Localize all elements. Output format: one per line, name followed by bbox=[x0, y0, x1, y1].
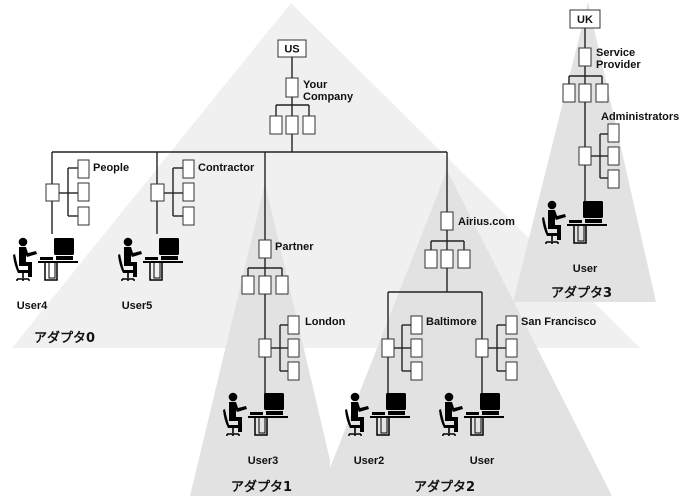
node-contractor[interactable] bbox=[182, 159, 195, 179]
node-san-francisco[interactable] bbox=[505, 315, 518, 335]
adapter3-label: アダプタ3 bbox=[551, 285, 612, 301]
label-airius: Airius.com bbox=[458, 216, 515, 228]
node-partner[interactable] bbox=[258, 239, 272, 259]
root-us[interactable]: US bbox=[277, 39, 307, 58]
node-child[interactable] bbox=[410, 361, 423, 381]
node-baltimore-parent[interactable] bbox=[381, 338, 395, 358]
node-child[interactable] bbox=[457, 249, 471, 269]
label-user3: User3 bbox=[248, 455, 279, 467]
label-user-sf: User bbox=[470, 455, 495, 467]
node-child[interactable] bbox=[302, 115, 316, 135]
node-your-company[interactable] bbox=[285, 77, 299, 98]
label-user-uk: User bbox=[573, 263, 598, 275]
node-child[interactable] bbox=[410, 338, 423, 358]
entry-nodes bbox=[45, 47, 620, 381]
node-child[interactable] bbox=[275, 275, 289, 295]
adapter0-label: アダプタ0 bbox=[34, 330, 95, 346]
node-child[interactable] bbox=[505, 361, 518, 381]
node-people-parent[interactable] bbox=[45, 183, 60, 202]
label-administrators: Administrators bbox=[601, 111, 679, 123]
node-child[interactable] bbox=[258, 275, 272, 295]
label-london: London bbox=[305, 316, 346, 328]
node-child[interactable] bbox=[182, 206, 195, 226]
node-london-parent[interactable] bbox=[258, 338, 272, 358]
node-child[interactable] bbox=[287, 361, 300, 381]
user-icon[interactable] bbox=[12, 236, 79, 282]
node-child[interactable] bbox=[182, 182, 195, 202]
label-san-francisco: San Francisco bbox=[521, 316, 596, 328]
root-uk-label: UK bbox=[577, 14, 593, 26]
label-contractor: Contractor bbox=[198, 162, 255, 174]
node-child[interactable] bbox=[285, 115, 299, 135]
label-baltimore: Baltimore bbox=[426, 316, 477, 328]
node-sf-parent[interactable] bbox=[475, 338, 489, 358]
node-child[interactable] bbox=[607, 169, 620, 189]
node-contractor-parent[interactable] bbox=[150, 183, 165, 202]
node-child[interactable] bbox=[424, 249, 438, 269]
label-partner: Partner bbox=[275, 241, 314, 253]
node-child[interactable] bbox=[287, 338, 300, 358]
node-child[interactable] bbox=[440, 249, 454, 269]
node-child[interactable] bbox=[241, 275, 255, 295]
label-people: People bbox=[93, 162, 129, 174]
node-baltimore[interactable] bbox=[410, 315, 423, 335]
label-user2: User2 bbox=[354, 455, 385, 467]
node-child[interactable] bbox=[578, 83, 592, 103]
node-people[interactable] bbox=[77, 159, 90, 179]
adapter2-label: アダプタ2 bbox=[414, 479, 475, 495]
node-administrators-parent[interactable] bbox=[578, 146, 592, 166]
node-london[interactable] bbox=[287, 315, 300, 335]
node-child[interactable] bbox=[269, 115, 283, 135]
label-user5: User5 bbox=[122, 300, 153, 312]
node-child[interactable] bbox=[505, 338, 518, 358]
node-child[interactable] bbox=[607, 146, 620, 166]
root-us-label: US bbox=[284, 44, 299, 56]
node-service-provider[interactable] bbox=[578, 47, 592, 67]
node-administrators[interactable] bbox=[607, 123, 620, 143]
node-child[interactable] bbox=[562, 83, 576, 103]
node-child[interactable] bbox=[595, 83, 609, 103]
node-child[interactable] bbox=[77, 206, 90, 226]
node-airius[interactable] bbox=[440, 211, 454, 231]
node-child[interactable] bbox=[77, 182, 90, 202]
label-user4: User4 bbox=[17, 300, 48, 312]
root-uk[interactable]: UK bbox=[569, 9, 601, 29]
adapter1-label: アダプタ1 bbox=[231, 479, 292, 495]
